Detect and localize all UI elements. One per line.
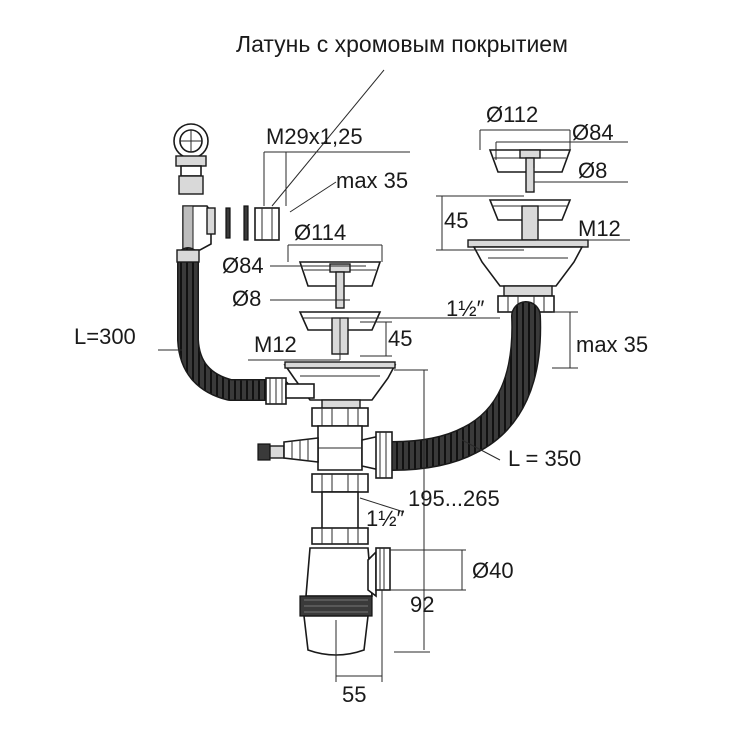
w55-label: 55 [342,682,366,707]
right-strainer-basket [488,149,572,193]
d8-right-label: Ø8 [578,158,607,183]
left-sink-body [283,361,397,411]
right-strainer-stopper [488,199,572,241]
side-inlet [257,437,319,463]
d114-label: Ø114 [294,220,346,245]
dimension-lines [158,69,630,682]
overflow-elbow [182,205,216,251]
m12-left-label: M12 [254,332,297,357]
d40-label: Ø40 [472,558,514,583]
pipe-1-5-bottom-label: 1½″ [366,506,405,531]
max35-top-label: max 35 [336,168,408,193]
siphon-tee [311,407,381,471]
left-strainer-basket [298,261,382,309]
left-strainer-stopper [298,311,382,360]
thread-label: M29x1,25 [266,124,363,149]
overflow-connector [265,377,315,405]
range-label: 195...265 [408,486,500,511]
d84-right-label: Ø84 [572,120,614,145]
d112-label: Ø112 [486,102,538,127]
pipe-1-5-top-label: 1½″ [446,296,485,321]
vertical-pipe [311,491,369,545]
max35-right-label: max 35 [576,332,648,357]
brass-nut [254,207,280,241]
tee-nut-bottom [311,473,369,493]
overflow-grate-icon [173,123,209,195]
material-label: Латунь с хромовым покрытием [236,31,568,57]
L300-label: L=300 [74,324,136,349]
L350-label: L = 350 [508,446,581,471]
washers [225,205,249,241]
overflow-hose [176,247,291,401]
bottle-trap [299,547,391,656]
main-hose [375,301,542,479]
d8-left-label: Ø8 [232,286,261,311]
h92-label: 92 [410,592,434,617]
m12-right-label: M12 [578,216,621,241]
h45-left-label: 45 [388,326,412,351]
h45-right-label: 45 [444,208,468,233]
d84-left-label: Ø84 [222,253,264,278]
